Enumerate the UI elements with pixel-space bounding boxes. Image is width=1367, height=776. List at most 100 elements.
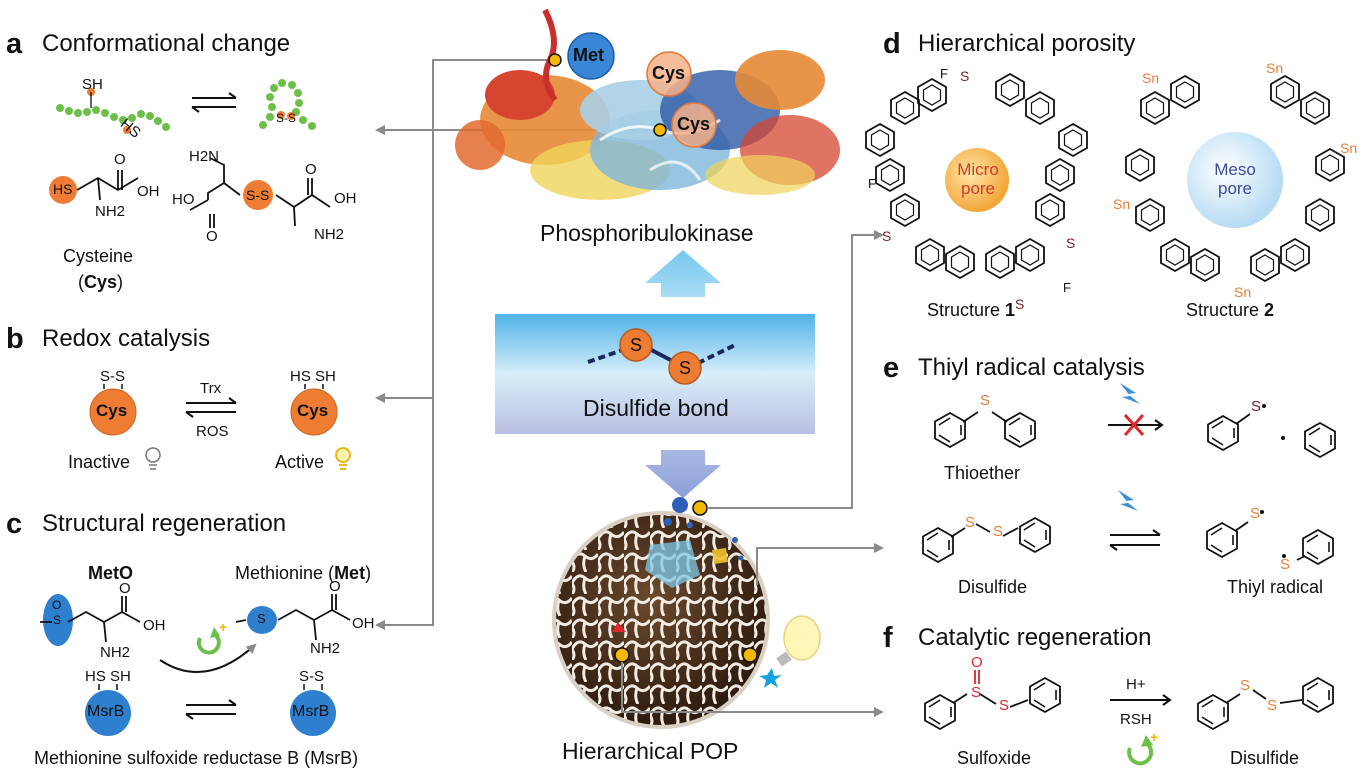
equilibrium-arrows-b xyxy=(185,397,237,418)
cystine-nh2-label: NH2 xyxy=(314,226,345,243)
peptide-chain-loop xyxy=(259,79,316,130)
cys-residue-node-1 xyxy=(646,51,692,97)
panel-b-title: Redox catalysis xyxy=(42,325,211,352)
panel-f-title: Catalytic regeneration xyxy=(918,624,1152,651)
panel-d-graphics xyxy=(865,73,1345,282)
meto-carbonyl-o: O xyxy=(119,580,131,597)
lightning-icon-1 xyxy=(1120,383,1140,404)
structure-2-prefix: Structure xyxy=(1186,300,1265,320)
regeneration-icon-f: + xyxy=(1127,729,1158,766)
b-cys-left: Cys xyxy=(96,401,128,420)
panel-e-letter: e xyxy=(883,352,900,384)
cystine-oh-label: OH xyxy=(334,190,357,207)
pop-label: Hierarchical POP xyxy=(562,738,739,764)
panel-a-graphics xyxy=(49,79,331,228)
micropore-label-line2: pore xyxy=(960,179,996,198)
cys-abbr-open: ( xyxy=(78,272,84,292)
sulfur-label-1: S xyxy=(630,335,643,355)
mesopore-label-line2: pore xyxy=(1217,179,1253,198)
cysteine-name: Cysteine xyxy=(63,246,134,266)
disulfide-bond-label: Disulfide bond xyxy=(583,395,729,421)
msrb-left-node xyxy=(85,690,131,736)
lightning-icon-2 xyxy=(1118,490,1138,511)
sulfoxide-o: O xyxy=(971,654,983,671)
d-f-3: F xyxy=(1063,280,1071,295)
thiol-highlight xyxy=(49,176,77,204)
meto-label: MetO xyxy=(88,563,133,583)
d-f-1: F xyxy=(940,66,948,81)
meto-oh: OH xyxy=(143,617,166,634)
micropore xyxy=(945,148,1009,212)
msrb-left-top: HS SH xyxy=(85,668,131,685)
d-sn-5: Sn xyxy=(1234,284,1252,300)
thiyl-radical-label: Thiyl radical xyxy=(1227,577,1324,597)
sulfur-atom-2 xyxy=(668,351,702,385)
cystine-h2n-label: H2N xyxy=(189,148,220,165)
mesopore-label-line1: Meso xyxy=(1214,160,1256,179)
met-residue-label: Met xyxy=(573,45,604,65)
disulfide-label-f: Disulfide xyxy=(1230,748,1300,768)
cysteine-abbr: (Cys) xyxy=(78,272,123,293)
met-residue-node xyxy=(567,32,615,80)
d-s-3: S xyxy=(1066,235,1076,251)
sulfoxide-s-1: S xyxy=(971,684,982,701)
bulb-on-icon xyxy=(335,447,351,470)
cys-residue-label-2: Cys xyxy=(677,114,711,134)
cystine-ho-label: HO xyxy=(172,191,195,208)
product-s-1: S xyxy=(1240,677,1251,694)
bulb-pop-icon xyxy=(776,615,821,667)
bulb-off-icon xyxy=(145,447,161,470)
protein-structure xyxy=(455,8,840,200)
sulfur-label-2: S xyxy=(679,358,692,378)
blocked-cross xyxy=(1123,413,1145,437)
msrb-left-label: MsrB xyxy=(87,703,125,720)
sulfur-atom-1 xyxy=(619,328,653,362)
meto-s: S xyxy=(53,613,62,627)
cystine-ss-label: S-S xyxy=(246,187,270,203)
d-s-2: S xyxy=(882,228,892,244)
panel-c-title: Structural regeneration xyxy=(42,510,287,537)
d-sn-4: Sn xyxy=(1113,196,1131,212)
met-label-bold: Met xyxy=(334,563,366,583)
right-connectors xyxy=(622,230,884,717)
svg-text:+: + xyxy=(1150,729,1158,745)
cys-inactive-node xyxy=(89,388,137,436)
d-f-2: F xyxy=(868,176,876,191)
panel-b-letter: b xyxy=(6,323,24,355)
b-right-hssh: HS SH xyxy=(290,368,336,385)
disulfide-highlight-a xyxy=(243,180,273,210)
met-oh: OH xyxy=(352,615,375,632)
panel-b-graphics xyxy=(89,384,351,470)
thioether-s: S xyxy=(980,392,991,409)
panel-c-graphics: + xyxy=(40,594,351,736)
meto-sulfur-highlight xyxy=(43,594,73,646)
d-sn-2: Sn xyxy=(1266,60,1284,76)
met-carbonyl-o: O xyxy=(329,578,341,595)
inactive-label: Inactive xyxy=(68,452,131,472)
structure-2-label: Structure 2 xyxy=(1186,300,1274,321)
meto-nh2: NH2 xyxy=(100,644,131,661)
structure-1-label: Structure 1 xyxy=(927,300,1015,321)
peptide-chain-open xyxy=(56,88,170,134)
structure-1-prefix: Structure xyxy=(927,300,1006,320)
radical-s-2: S xyxy=(1250,505,1261,522)
met-s: S xyxy=(257,611,266,626)
msrb-right-node xyxy=(290,690,336,736)
disulfide-label-e: Disulfide xyxy=(958,577,1028,597)
d-s-4: S xyxy=(1015,296,1025,312)
radical-s-3: S xyxy=(1280,556,1291,573)
loop-ss-label: S-S xyxy=(276,111,297,125)
thioether-label: Thioether xyxy=(944,463,1021,483)
msrb-right-top: S-S xyxy=(299,668,325,685)
sh-label: SH xyxy=(82,76,103,93)
msrb-right-label: MsrB xyxy=(292,703,330,720)
curved-reaction-arrow xyxy=(159,643,257,673)
panel-c-letter: c xyxy=(6,508,23,540)
met-nh2: NH2 xyxy=(310,640,341,657)
hplus-label: H+ xyxy=(1126,676,1146,693)
met-label-suffix: ) xyxy=(365,563,372,583)
panel-d-title: Hierarchical porosity xyxy=(918,30,1136,57)
mesopore xyxy=(1187,132,1283,228)
panel-a-title: Conformational change xyxy=(42,30,291,57)
d-s-1: S xyxy=(960,68,970,84)
